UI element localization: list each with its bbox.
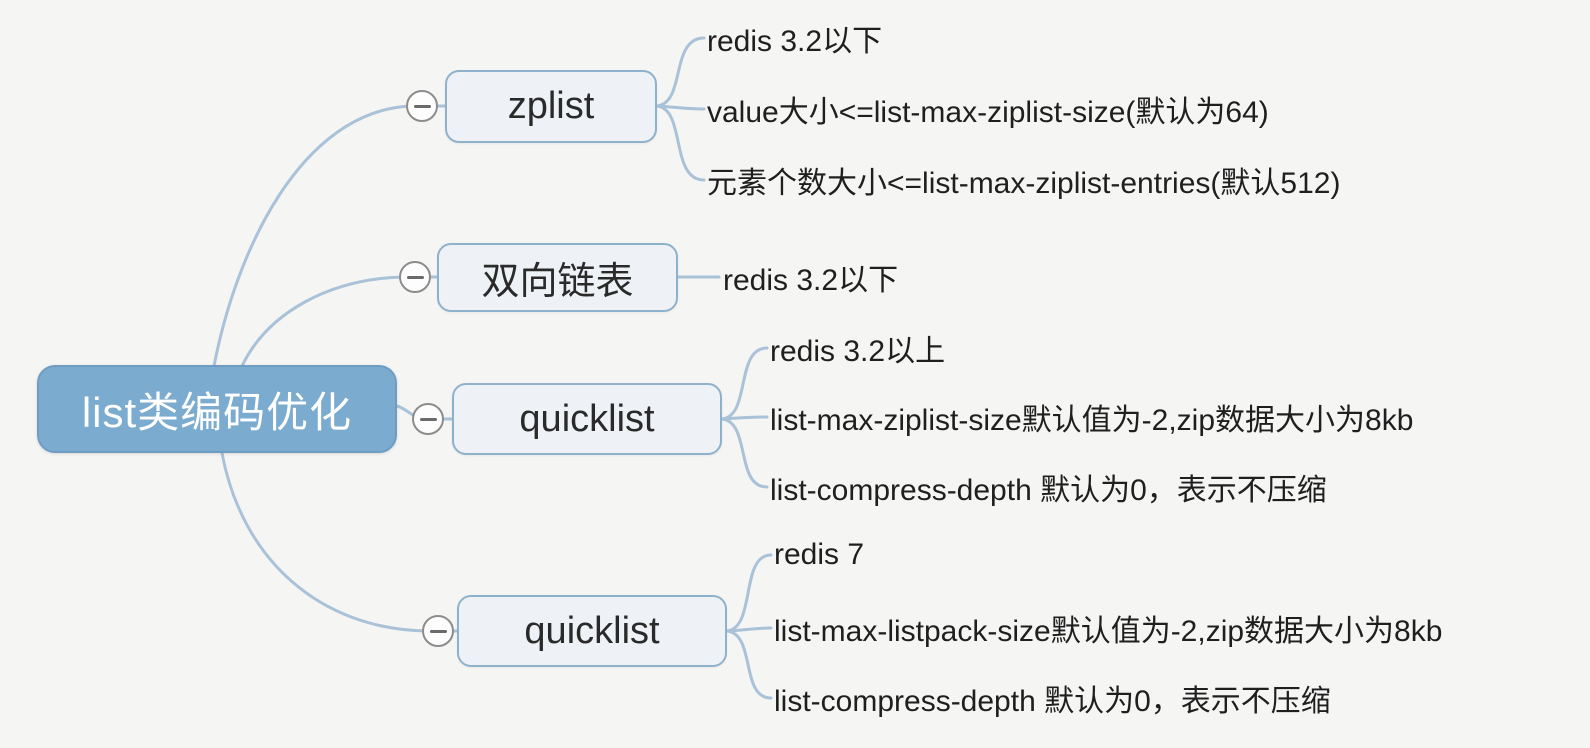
connector-root-linkedlist (240, 275, 405, 368)
branch-node-quicklist-redis7[interactable]: quicklist (457, 595, 727, 667)
leaf-topic[interactable]: redis 3.2以上 (770, 335, 946, 368)
leaf-topic[interactable]: redis 3.2以下 (707, 25, 883, 58)
root-node[interactable]: list类编码优化 (37, 365, 397, 453)
leaf-topic[interactable]: list-max-ziplist-size默认值为-2,zip数据大小为8kb (770, 404, 1414, 437)
collapse-button-zplist[interactable] (406, 90, 438, 122)
leaf-topic[interactable]: list-compress-depth 默认为0，表示不压缩 (770, 474, 1327, 507)
leaf-topic[interactable]: redis 7 (774, 538, 865, 571)
connector-root-zplist (212, 104, 412, 368)
connector-quicklist2-leaf1 (725, 553, 773, 633)
leaf-topic[interactable]: list-max-listpack-size默认值为-2,zip数据大小为8kb (774, 615, 1443, 648)
connector-quicklist1-leaf3 (720, 417, 769, 489)
leaf-topic[interactable]: list-compress-depth 默认为0，表示不压缩 (774, 685, 1331, 718)
connector-quicklist2-leaf3 (725, 629, 773, 700)
minus-circle-icon (413, 104, 431, 108)
connector-zplist-leaf3 (655, 104, 706, 182)
leaf-topic[interactable]: redis 3.2以下 (723, 264, 899, 297)
minus-circle-icon (406, 275, 424, 279)
connector-root-quicklist2 (220, 451, 428, 633)
branch-node-quicklist-32plus[interactable]: quicklist (452, 383, 722, 455)
minus-circle-icon (429, 629, 447, 633)
collapse-button-quicklist2[interactable] (422, 615, 454, 647)
branch-node-linkedlist[interactable]: 双向链表 (437, 243, 678, 312)
collapse-button-quicklist1[interactable] (412, 403, 444, 435)
leaf-topic[interactable]: value大小<=list-max-ziplist-size(默认为64) (707, 96, 1269, 129)
connector-zplist-leaf1 (655, 36, 706, 108)
minus-circle-icon (419, 417, 437, 421)
branch-node-zplist[interactable]: zplist (445, 70, 657, 143)
connector-quicklist1-leaf2 (720, 415, 769, 421)
leaf-topic[interactable]: 元素个数大小<=list-max-ziplist-entries(默认512) (707, 167, 1341, 200)
connector-quicklist1-leaf1 (720, 346, 769, 421)
collapse-button-linkedlist[interactable] (399, 261, 431, 293)
